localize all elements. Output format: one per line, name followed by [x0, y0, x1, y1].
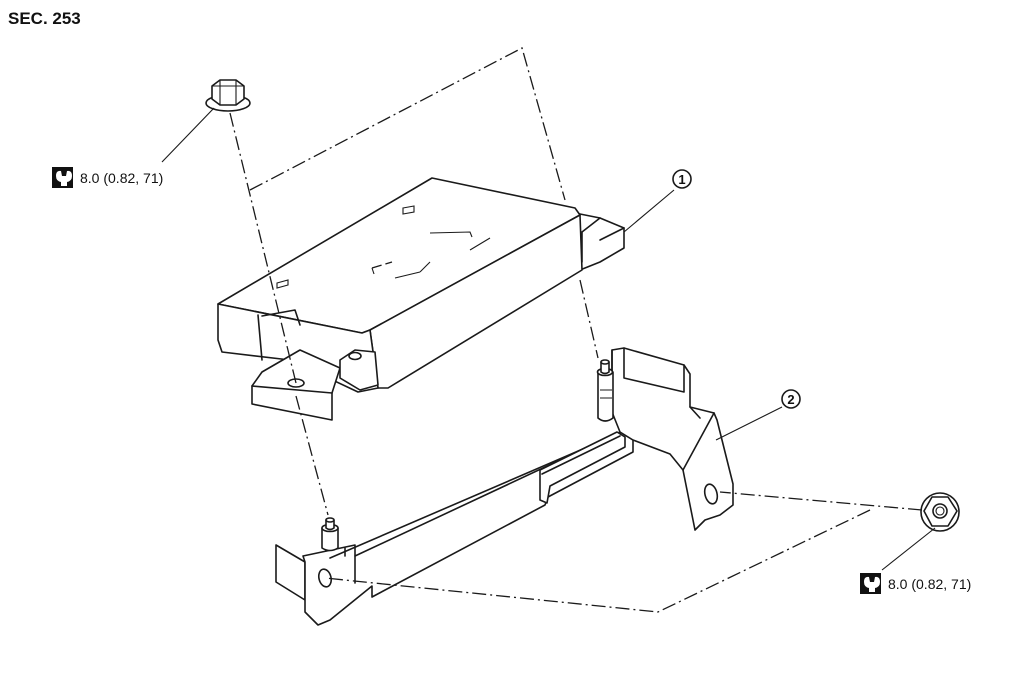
control-unit: [217, 177, 625, 421]
section-label: SEC. 253: [8, 9, 81, 28]
callout-2: 2: [715, 389, 801, 441]
callout-1: 1: [623, 169, 692, 233]
torque-spec-bottom-text: 8.0 (0.82, 71): [888, 576, 971, 592]
bracket: [275, 347, 734, 626]
callout-2-number: 2: [787, 392, 794, 407]
torque-spec-bottom: 8.0 (0.82, 71): [860, 527, 971, 594]
torque-spec-top-text: 8.0 (0.82, 71): [80, 170, 163, 186]
bracket-stud-right: [596, 359, 614, 422]
torque-spec-top: 8.0 (0.82, 71): [52, 107, 215, 188]
callout-1-number: 1: [678, 172, 685, 187]
flange-bolt-top: [205, 79, 251, 112]
flange-nut-right: [920, 492, 960, 532]
assembly-guide-lines: [229, 47, 923, 613]
torque-wrench-icon: [52, 167, 73, 188]
bracket-stud-left: [321, 517, 339, 552]
torque-wrench-icon: [860, 573, 881, 594]
